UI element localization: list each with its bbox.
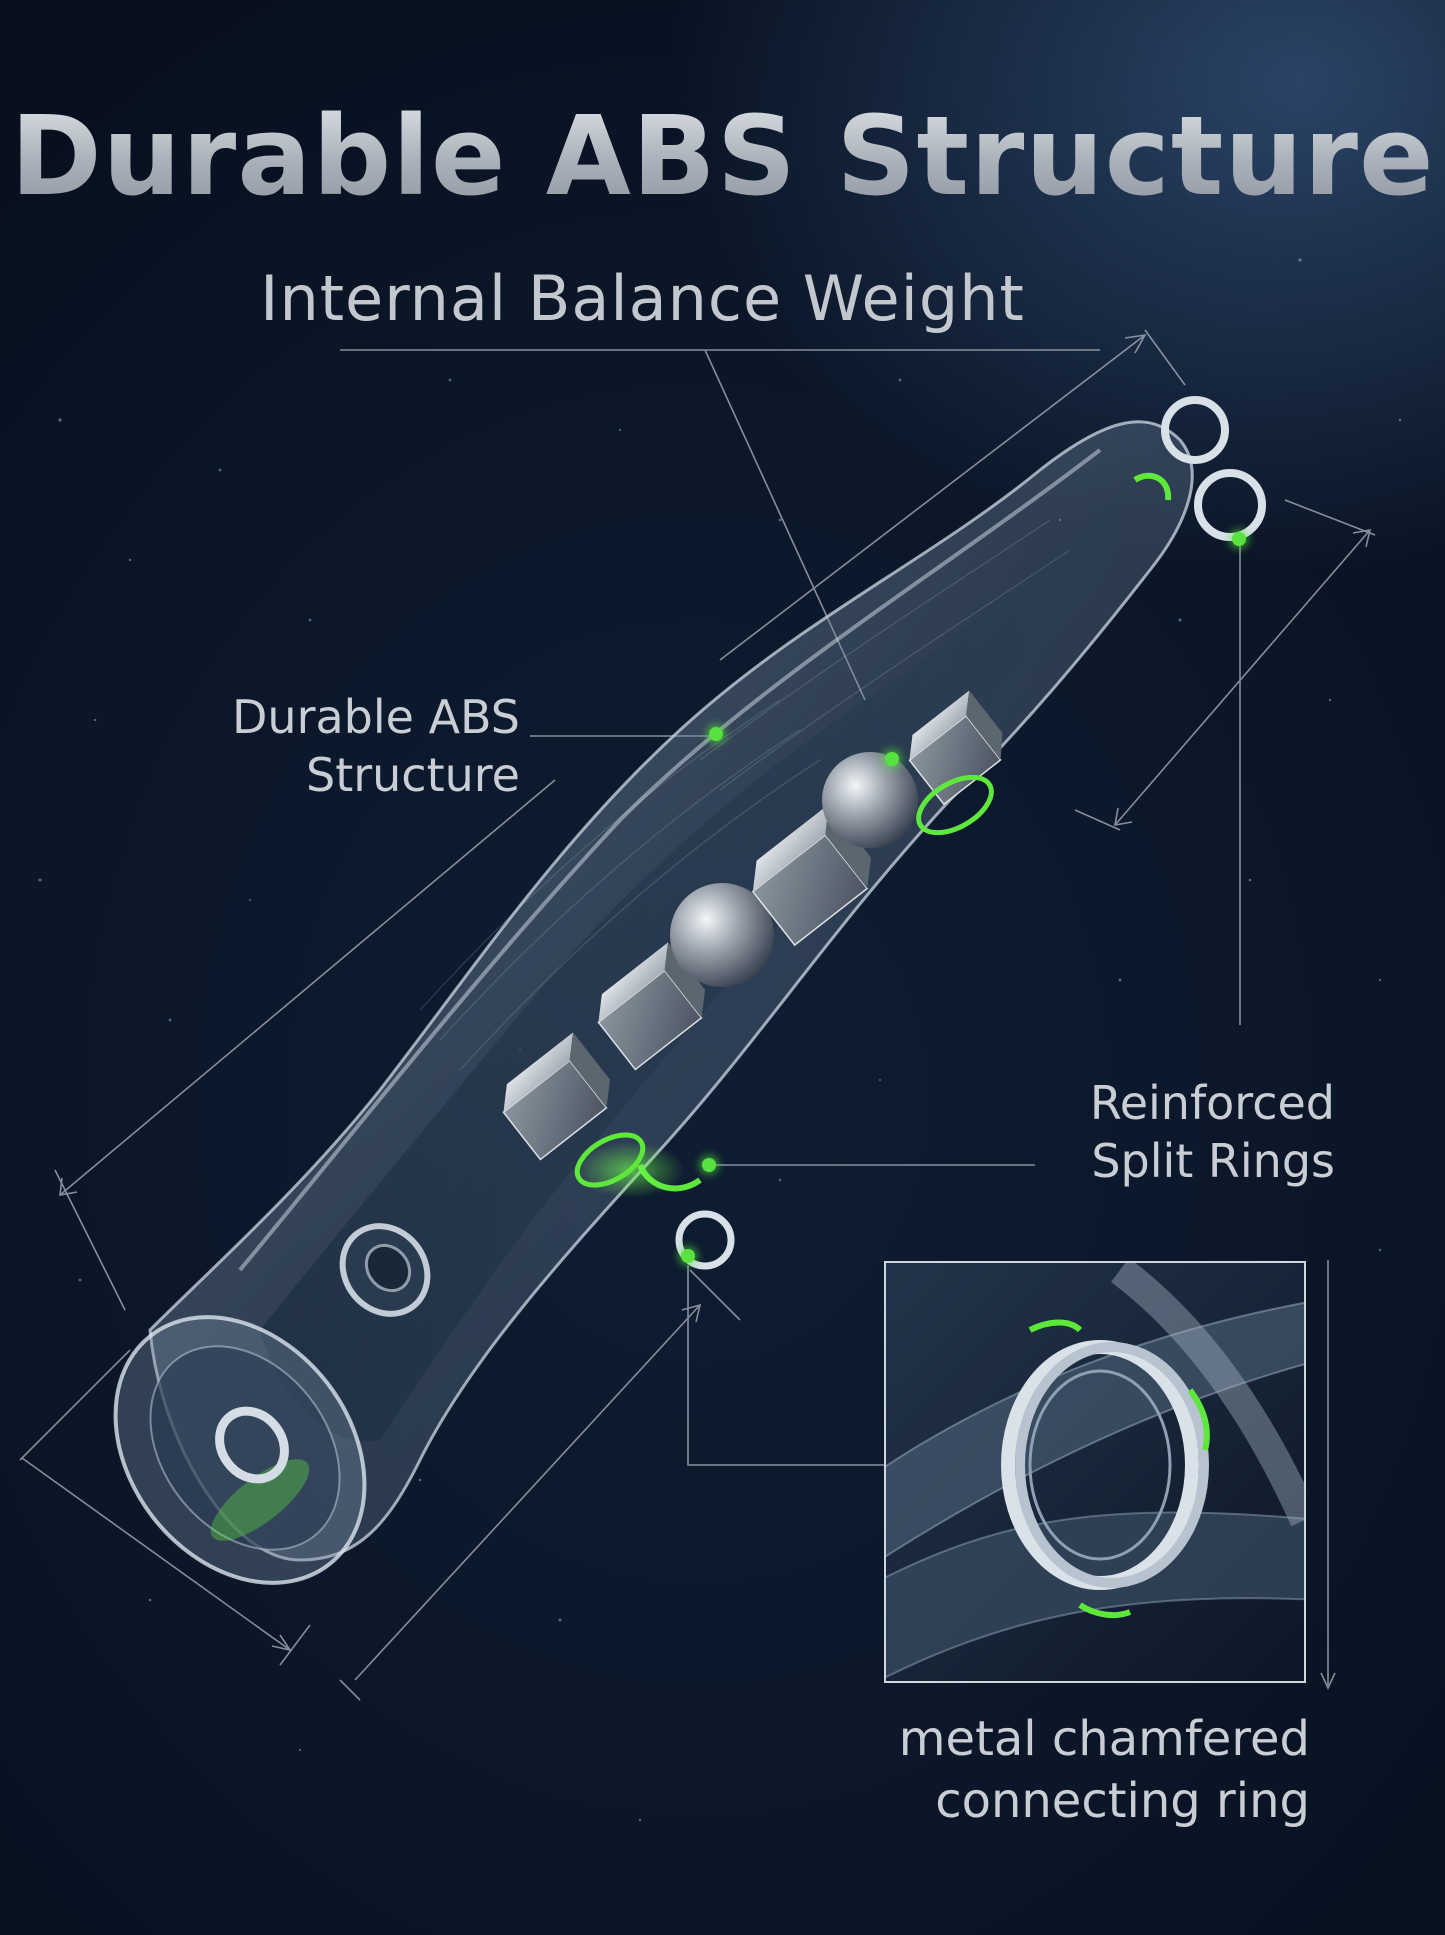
star-field — [38, 258, 1402, 1822]
callout-internal-weight: Internal Balance Weight — [260, 262, 1025, 335]
leader-lines — [19, 329, 1376, 1701]
callout-ring-line-2: connecting ring — [935, 1773, 1310, 1829]
marker-dot-abs — [709, 727, 723, 741]
split-ring-closeup-illustration — [884, 1261, 1306, 1683]
marker-dot-weight — [885, 752, 899, 766]
callout-abs-structure: Durable ABS Structure — [180, 688, 520, 804]
marker-dot-split-ring — [702, 1158, 716, 1172]
marker-dot-belly-ring — [681, 1249, 695, 1263]
callout-split-line-1: Reinforced — [1089, 1076, 1335, 1130]
page-title: Durable ABS Structure — [0, 92, 1445, 220]
callout-split-line-2: Split Rings — [1091, 1134, 1335, 1188]
popper-lure-illustration — [113, 396, 1266, 1585]
internal-weights — [502, 690, 1003, 1188]
callout-connecting-ring: metal chamfered connecting ring — [800, 1708, 1310, 1832]
callout-abs-line-1: Durable ABS — [232, 690, 520, 744]
callout-split-rings: Reinforced Split Rings — [1000, 1074, 1335, 1190]
callout-abs-line-2: Structure — [306, 748, 520, 802]
marker-dot-tail-ring — [1232, 532, 1246, 546]
callout-ring-line-1: metal chamfered — [898, 1711, 1310, 1767]
